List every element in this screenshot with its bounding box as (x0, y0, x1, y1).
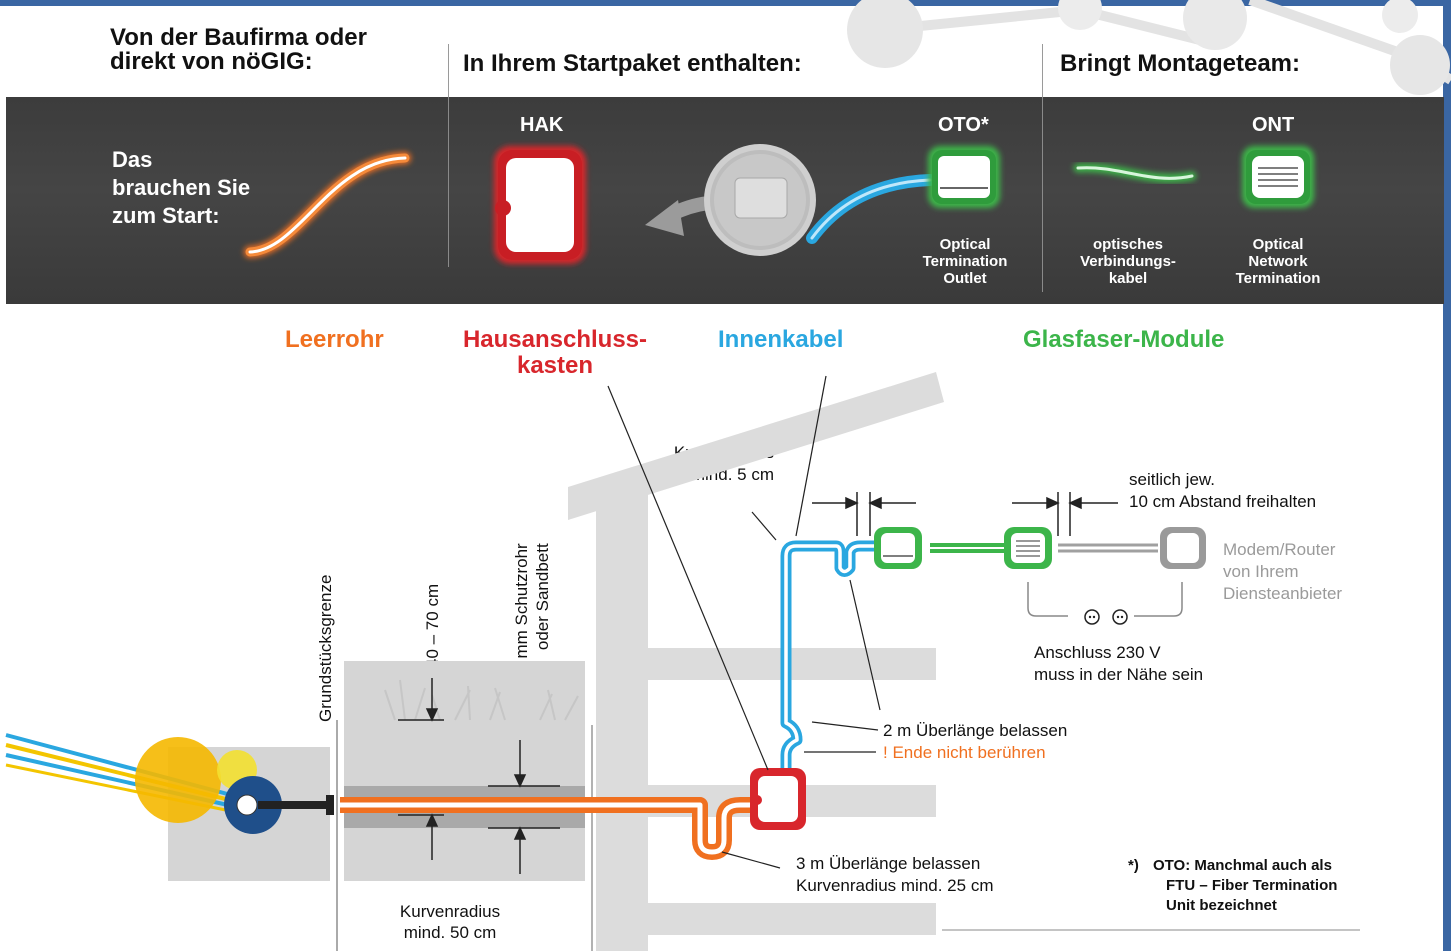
category-hausanschluss: Hausanschluss- kasten (462, 327, 648, 379)
anschluss-label: Anschluss 230 V muss in der Nähe sein (1034, 642, 1203, 686)
oto-desc-line3: Outlet (943, 270, 987, 287)
anschluss-line1: Anschluss 230 V (1034, 643, 1161, 662)
cable-description: optisches Verbindungs- kabel (1063, 236, 1193, 287)
hak-icon (494, 146, 586, 264)
oto-icon (928, 146, 1000, 208)
junction-connector (236, 794, 258, 816)
header-col1: Von der Baufirma oder direkt von nöGIG: (110, 26, 367, 74)
ont-desc-line2: Network (1248, 253, 1308, 270)
modem-line1: Modem/Router (1223, 540, 1336, 559)
hak-box-diagram (750, 768, 806, 830)
cable-desc-line3: kabel (1108, 270, 1148, 287)
wall-outlet-icon (704, 144, 816, 256)
category-innenkabel: Innenkabel (718, 326, 844, 353)
band-divider-1 (448, 97, 449, 267)
abstand-label: seitlich jew. 10 cm Abstand freihalten (1129, 469, 1316, 513)
footnote-marker: *) (1128, 857, 1139, 874)
category-glasfaser: Glasfaser-Module (1023, 326, 1225, 353)
ende-warning-label: ! Ende nicht berühren (883, 743, 1046, 762)
header-col1-line2: direkt von nöGIG: (110, 48, 313, 75)
glasfaser-cable-icon (1073, 163, 1197, 183)
abstand-line1: seitlich jew. (1129, 470, 1215, 489)
header-col3: Bringt Montageteam: (1060, 50, 1300, 77)
cable-desc-line2: Verbindungs- (1080, 253, 1176, 270)
ont-desc-line3: Termination (1235, 270, 1321, 287)
ont-description: Optical Network Termination (1218, 236, 1338, 287)
kurvenradius-bottom-line2: mind. 50 cm (403, 923, 497, 942)
ueberlaenge-3m-line2: Kurvenradius mind. 25 cm (796, 876, 994, 895)
header-col2: In Ihrem Startpaket enthalten: (463, 50, 802, 77)
spacing-arrows (812, 492, 1118, 536)
band-divider-2 (1042, 97, 1043, 292)
ont-label: ONT (1252, 114, 1295, 136)
abstand-line2: 10 cm Abstand freihalten (1129, 492, 1317, 511)
house-silhouette (568, 372, 944, 951)
patch-cable (930, 543, 1004, 553)
modem-line2: von Ihrem (1223, 562, 1299, 581)
ont-desc-line1: Optical (1252, 236, 1304, 253)
category-hausanschluss-line1: Hausanschluss- (462, 326, 648, 353)
innenkabel-icon (806, 174, 936, 244)
conduit-pipe (340, 797, 760, 860)
depth-arrows (398, 678, 560, 874)
modem-label: Modem/Router von Ihrem Diensteanbieter (1223, 539, 1342, 605)
hak-label: HAK (520, 114, 564, 136)
oto-desc-line1: Optical (939, 236, 991, 253)
ont-device (1004, 527, 1052, 569)
ont-icon (1242, 146, 1314, 208)
ueberlaenge-3m-label: 3 m Überlänge belassen Kurvenradius mind… (796, 853, 993, 897)
footnote: *) OTO: Manchmal auch als FTU – Fiber Te… (1128, 856, 1337, 916)
oto-description: Optical Termination Outlet (905, 236, 1025, 287)
kurvenradius-bottom-line1: Kurvenradius (399, 902, 501, 921)
category-hausanschluss-line2: kasten (516, 352, 594, 379)
kurvenradius-bottom-label: Kurvenradius mind. 50 cm (390, 901, 510, 943)
oto-desc-line2: Termination (922, 253, 1008, 270)
footnote-line3: Unit bezeichnet (1166, 897, 1277, 914)
top-accent-bar (0, 0, 1451, 6)
side-accent-bar (1443, 0, 1451, 951)
anschluss-line2: muss in der Nähe sein (1034, 665, 1204, 684)
oto-device (874, 527, 922, 569)
power-bracket (1027, 582, 1183, 617)
yellow-splice-circle (135, 737, 221, 823)
leerrohr-icon (244, 152, 411, 258)
grass-icon (384, 679, 579, 721)
band-intro-line3: zum Start: (112, 203, 220, 228)
cable-desc-line1: optisches (1092, 236, 1164, 253)
modem-device (1160, 527, 1206, 569)
ueberlaenge-2m-label: 2 m Überlänge belassen (883, 721, 1068, 740)
lan-cable (1058, 543, 1158, 553)
band-intro-line2: brauchen Sie (112, 175, 251, 200)
leader-lines (607, 375, 881, 869)
power-outlet-icon (1084, 609, 1128, 625)
footnote-line2: FTU – Fiber Termination (1166, 877, 1338, 894)
modem-line3: Diensteanbieter (1223, 584, 1343, 603)
ueberlaenge-3m-line1: 3 m Überlänge belassen (796, 854, 981, 873)
footnote-line1: OTO: Manchmal auch als (1153, 857, 1332, 874)
band-intro-line1: Das (112, 147, 153, 172)
header-col1-line1: Von der Baufirma oder (110, 24, 367, 51)
category-leerrohr: Leerrohr (285, 326, 384, 353)
oto-label: OTO* (938, 114, 989, 136)
band-intro-text: Das brauchen Sie zum Start: (112, 146, 250, 230)
indoor-cable (780, 540, 880, 768)
